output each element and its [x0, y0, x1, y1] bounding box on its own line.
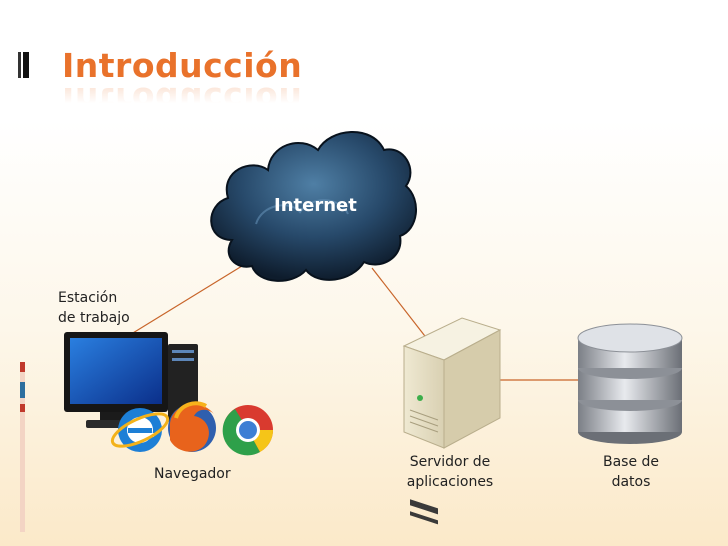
database-label: Base de datos	[584, 452, 678, 492]
server-label-line2: aplicaciones	[406, 474, 494, 490]
workstation-label-line2: de trabajo	[58, 310, 130, 326]
database-label-line2: datos	[611, 474, 651, 490]
internet-label: Internet	[274, 195, 357, 216]
side-accent-red	[20, 362, 25, 372]
workstation-label-line1: Estación	[58, 290, 118, 306]
workstation-label: Estación de trabajo	[58, 288, 130, 328]
firefox-browser-icon	[168, 401, 216, 452]
side-accent-blue	[20, 382, 25, 398]
database-label-line1: Base de	[602, 454, 660, 470]
ie-browser-icon	[110, 408, 170, 452]
server-icon	[402, 317, 502, 525]
title-marker-bar-1	[18, 52, 21, 78]
title-marker-bar-2	[23, 52, 29, 78]
database-icon	[577, 323, 683, 444]
side-accent-red-2	[20, 404, 25, 412]
server-label: Servidor de aplicaciones	[396, 452, 504, 492]
side-bar-light	[20, 362, 25, 532]
connector-internet-workstation	[127, 265, 243, 337]
computer-icon	[64, 332, 198, 428]
cloud-icon	[210, 131, 418, 282]
chrome-browser-icon	[222, 405, 274, 456]
server-label-line1: Servidor de	[409, 454, 491, 470]
connector-internet-server	[371, 267, 429, 341]
browser-label: Navegador	[154, 466, 231, 482]
page-title: Introducción	[62, 46, 303, 85]
